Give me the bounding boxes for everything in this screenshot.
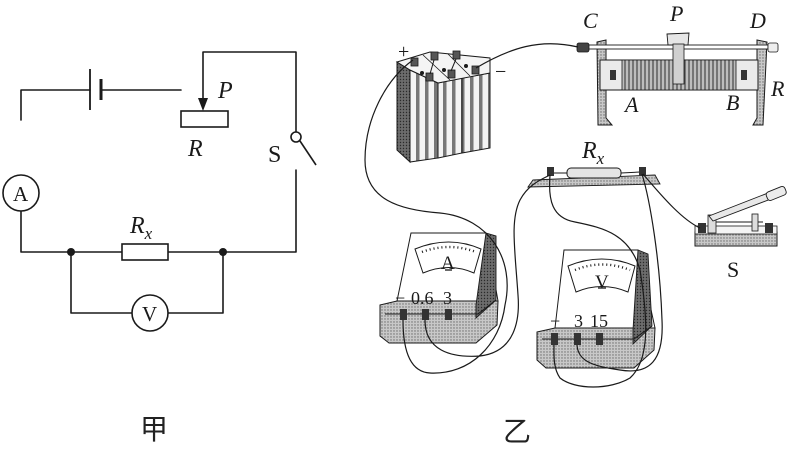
resistor-rx-board — [527, 167, 661, 188]
wire-ammeter-06-to-rx — [424, 174, 551, 357]
rheostat-terminal-b: B — [726, 90, 739, 115]
battery-negative-label: − — [495, 61, 506, 83]
wire-slider-loop — [202, 51, 297, 133]
ammeter-symbol — [2, 174, 40, 212]
junction-dot-left — [67, 248, 75, 256]
apparatus-drawing: + − C P D A B R — [364, 1, 787, 388]
sliding-rheostat — [576, 32, 779, 126]
battery-symbol — [89, 69, 103, 110]
voltmeter-terminal-negative: − — [550, 311, 560, 331]
switch-label: S — [268, 142, 281, 168]
switch-symbol — [290, 131, 317, 166]
knife-switch-label: S — [727, 257, 739, 282]
ammeter-terminal-0.6: 0.6 — [411, 288, 434, 308]
caption-left: 甲 — [140, 413, 169, 446]
wire-rx-to-switch — [642, 173, 701, 229]
voltmeter-device — [536, 249, 656, 369]
wire-left-bottom — [20, 169, 297, 253]
resistor-rx-apparatus-label: Rx — [581, 138, 605, 168]
slider-arrow-icon — [198, 98, 208, 111]
apparatus-wires — [364, 43, 701, 388]
voltmeter-device-symbol: V — [595, 272, 609, 293]
caption-right: 乙 — [503, 415, 532, 448]
battery-positive-label: + — [398, 41, 409, 63]
resistor-rx-symbol — [121, 243, 169, 261]
rheostat-terminal-d: D — [749, 8, 766, 33]
rheostat-slider-p: P — [669, 1, 683, 26]
voltmeter-terminal-3: 3 — [574, 311, 583, 331]
rheostat-terminal-a: A — [623, 92, 639, 117]
knife-switch — [694, 186, 787, 247]
ammeter-device-symbol: A — [441, 253, 455, 274]
wire-top-left — [20, 89, 91, 121]
wire-battery-pos-to-ammeter — [364, 59, 508, 374]
voltmeter-label: V — [142, 302, 157, 326]
rheostat-symbol — [180, 110, 229, 128]
wire-rx-to-voltmeter-3 — [576, 173, 663, 372]
resistor-rx-label: Rx — [129, 213, 153, 243]
battery-pack — [395, 50, 491, 164]
resistor-rx-subscript: x — [144, 224, 153, 243]
voltmeter-terminal-15: 15 — [590, 311, 608, 331]
circuit-schematic: P R S A Rx V — [2, 51, 317, 332]
ammeter-device — [379, 232, 499, 344]
ammeter-terminal-negative: − — [395, 288, 405, 308]
slider-label: P — [217, 78, 233, 104]
voltmeter-symbol — [131, 294, 169, 332]
wire-battery-neg-to-c — [475, 43, 579, 69]
ammeter-terminal-3: 3 — [443, 288, 452, 308]
rheostat-label: R — [187, 136, 203, 162]
junction-dot-right — [219, 248, 227, 256]
rheostat-terminal-c: C — [583, 8, 598, 33]
wire-rx-to-voltmeter-neg — [548, 174, 647, 388]
rheostat-name-r: R — [770, 76, 785, 101]
resistor-rx-apparatus-subscript: x — [596, 149, 605, 168]
ammeter-label: A — [13, 182, 29, 206]
wire-voltmeter-branch — [70, 251, 224, 314]
